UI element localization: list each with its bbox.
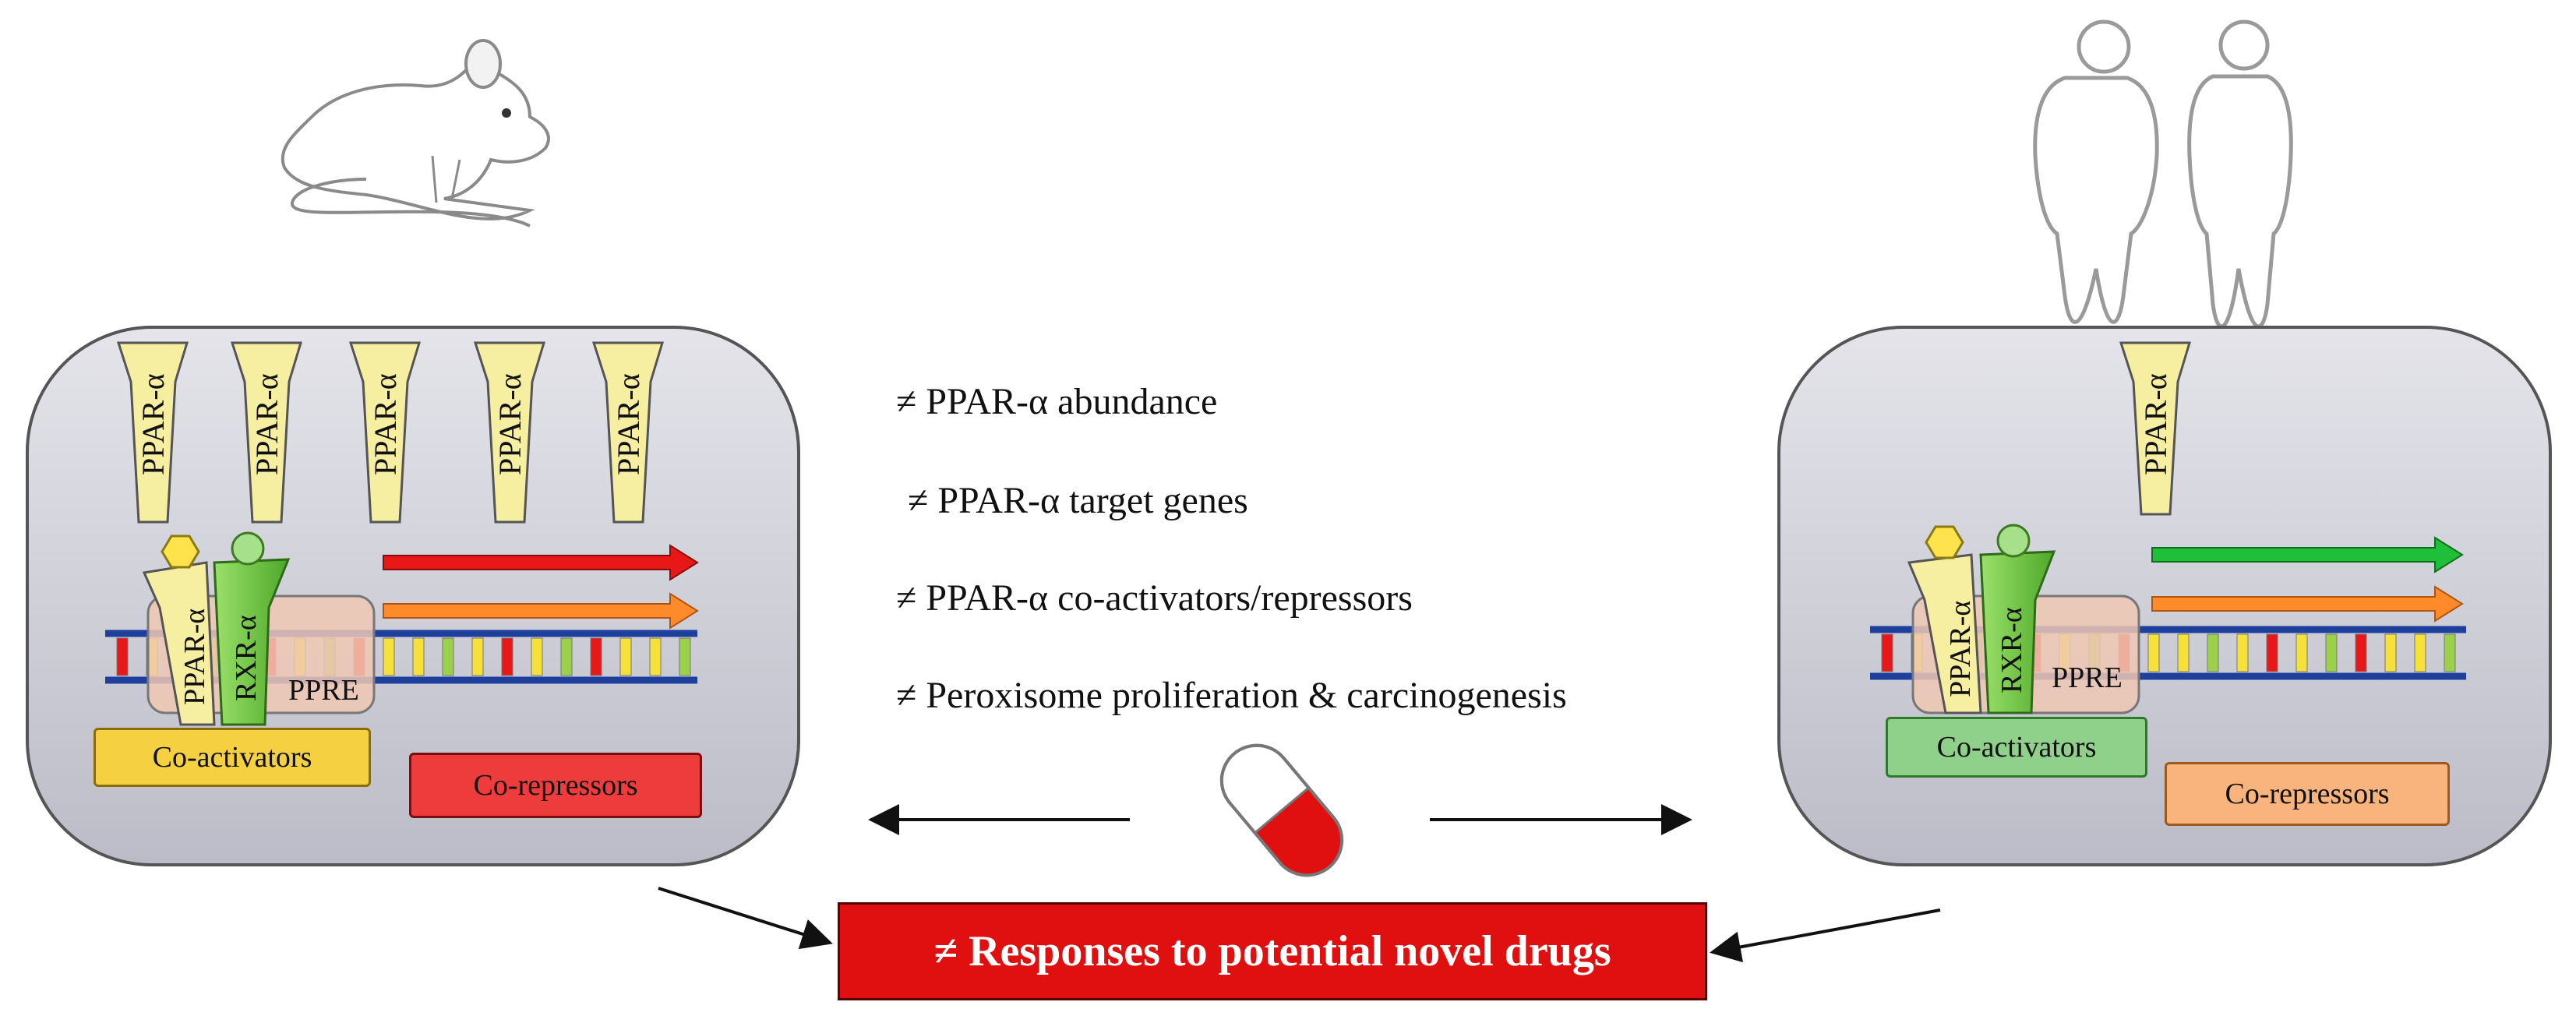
right-heterodimer bbox=[1907, 524, 2056, 714]
rxr-alpha-label: RXR-α bbox=[230, 615, 263, 701]
arrow-right-to-conclusion bbox=[1710, 908, 1941, 963]
dna-base-pair bbox=[679, 637, 691, 676]
difference-peroxisome: ≠ Peroxisome proliferation & carcinogene… bbox=[896, 675, 1567, 716]
ppar-alpha-label: PPAR-α bbox=[2138, 373, 2173, 475]
ppar-alpha-label: PPAR-α bbox=[249, 373, 284, 475]
dna-base-pair bbox=[649, 637, 662, 676]
left-corepressors-box: Co-repressors bbox=[409, 753, 702, 818]
drug-pill-icon bbox=[1219, 743, 1344, 877]
coactivators-label: Co-activators bbox=[152, 741, 312, 774]
ligand-hexagon-icon bbox=[161, 534, 200, 569]
left-heterodimer bbox=[142, 531, 291, 726]
ppre-label: PPRE bbox=[2052, 661, 2123, 694]
gene-arrow-orange bbox=[383, 592, 699, 630]
dna-base-pair bbox=[2266, 633, 2278, 672]
rxr-alpha-label: RXR-α bbox=[1996, 607, 2028, 693]
dna-base-pair bbox=[2355, 633, 2367, 672]
dna-base-pair bbox=[1881, 633, 1893, 672]
left-coactivators-box: Co-activators bbox=[94, 728, 371, 787]
dna-base-pair bbox=[501, 637, 513, 676]
ppar-alpha-label: PPAR-α bbox=[492, 373, 528, 475]
corepressors-label: Co-repressors bbox=[2225, 778, 2390, 810]
difference-coactivators-repressors: ≠ PPAR-α co-activators/repressors bbox=[896, 577, 1413, 619]
difference-abundance: ≠ PPAR-α abundance bbox=[896, 381, 1218, 422]
ppar-alpha-receptor bbox=[1907, 553, 1982, 714]
dna-base-pair bbox=[531, 637, 543, 676]
gene-arrow-red bbox=[383, 544, 699, 581]
dna-base-pair bbox=[2325, 633, 2338, 672]
ppar-alpha-receptor bbox=[591, 341, 665, 524]
dna-base-pair bbox=[412, 637, 425, 676]
ligand-circle-icon bbox=[1996, 524, 2031, 558]
corepressors-label: Co-repressors bbox=[473, 769, 638, 802]
right-corepressors-box: Co-repressors bbox=[2165, 762, 2450, 826]
ppar-alpha-label: PPAR-α bbox=[178, 609, 211, 705]
right-gene-arrows bbox=[2151, 536, 2464, 623]
dna-base-pair bbox=[2147, 633, 2160, 672]
dna-base-pair bbox=[619, 637, 632, 676]
ppar-alpha-receptor bbox=[2119, 341, 2192, 516]
left-receptor-labels: PPAR-α PPAR-α PPAR-α PPAR-α PPAR-α bbox=[136, 373, 646, 475]
dna-base-pair bbox=[471, 637, 484, 676]
dna-base-pair bbox=[560, 637, 573, 676]
right-receptor-row bbox=[2119, 341, 2192, 516]
ppar-alpha-receptor bbox=[473, 341, 546, 524]
gene-arrow-green bbox=[2151, 536, 2464, 573]
dna-base-pair bbox=[2207, 633, 2219, 672]
ppar-alpha-receptor bbox=[348, 341, 422, 524]
dna-base-pair bbox=[2444, 633, 2456, 672]
left-receptor-row bbox=[116, 341, 665, 524]
ppar-alpha-label: PPAR-α bbox=[611, 373, 646, 475]
ligand-hexagon-icon bbox=[1925, 525, 1964, 559]
coactivators-label: Co-activators bbox=[1936, 731, 2097, 764]
dna-base-pair bbox=[2295, 633, 2308, 672]
ppar-alpha-label: PPAR-α bbox=[368, 373, 403, 475]
dna-base-pair bbox=[116, 637, 129, 676]
ligand-circle-icon bbox=[231, 531, 265, 566]
conclusion-label: ≠ Responses to potential novel drugs bbox=[933, 927, 1611, 975]
left-gene-arrows bbox=[383, 544, 699, 630]
rxr-alpha-receptor bbox=[1979, 550, 2056, 714]
ppar-alpha-receptor bbox=[230, 341, 303, 524]
ppar-alpha-label: PPAR-α bbox=[1944, 601, 1977, 697]
ppar-alpha-receptor bbox=[142, 561, 216, 726]
rxr-alpha-receptor bbox=[213, 558, 291, 726]
difference-target-genes: ≠ PPAR-α target genes bbox=[908, 480, 1248, 521]
dna-base-pair bbox=[2414, 633, 2426, 672]
ppre-label: PPRE bbox=[288, 674, 359, 707]
dna-base-pair bbox=[2236, 633, 2249, 672]
ppar-alpha-label: PPAR-α bbox=[136, 373, 171, 475]
dna-base-pair bbox=[383, 637, 395, 676]
right-coactivators-box: Co-activators bbox=[1886, 717, 2147, 778]
human-silhouettes-icon bbox=[2033, 19, 2293, 329]
arrow-left-to-conclusion bbox=[658, 887, 833, 950]
dna-base-pair bbox=[2177, 633, 2190, 672]
dna-base-pair bbox=[442, 637, 454, 676]
dna-base-pair bbox=[2384, 633, 2397, 672]
gene-arrow-orange bbox=[2151, 585, 2464, 623]
ppar-alpha-receptor bbox=[116, 341, 189, 524]
conclusion-box: ≠ Responses to potential novel drugs bbox=[838, 902, 1707, 1000]
mouse-icon bbox=[281, 39, 550, 228]
dna-base-pair bbox=[590, 637, 602, 676]
